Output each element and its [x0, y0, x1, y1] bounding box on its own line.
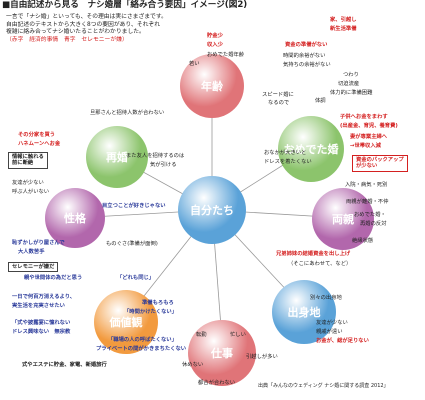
- node-work-place-label: 出身地: [287, 306, 321, 319]
- node-job: 仕事: [188, 320, 256, 386]
- text-item: 絶縁状態: [352, 238, 374, 244]
- node-personality: 性格: [45, 188, 105, 248]
- text-item: ものぐさ(準備が面倒): [106, 241, 158, 247]
- text-item: 妻が専業主婦へ: [350, 134, 388, 140]
- text-item: その分家を買う: [18, 132, 56, 138]
- box-ceremony-dislike: セレモニーが嫌だ: [8, 262, 59, 273]
- text-item: (出産金、育児、養育費): [340, 123, 398, 129]
- node-values-label: 価値観: [109, 316, 143, 329]
- text-item: おめでた婚・: [354, 212, 386, 218]
- text-item: お金が、総が足りない: [316, 338, 369, 344]
- text-item: また友人を招待するのは: [126, 153, 185, 159]
- text-item: 都合が合わない: [198, 380, 236, 386]
- intro-line: 自由記述のテキストから大きく8つの要因があり、それぞれ: [6, 21, 161, 28]
- text-item: 資金の準備がない: [285, 42, 328, 48]
- page-title: ■自由記述から見る ナシ婚層「絡み合う要因」イメージ(図2): [2, 0, 248, 10]
- text-item: 旦那さんと招待人数が合わない: [90, 110, 165, 116]
- text-item: 気が引ける: [150, 162, 177, 168]
- text-item: 再婚の反対: [360, 221, 387, 227]
- source-note: 出典「みんなのウェディング ナシ婚に関する調査 2012」: [258, 383, 389, 389]
- text-item: 「どれも同じ」: [117, 275, 155, 281]
- node-work-place: 出身地: [272, 280, 336, 344]
- text-item: 体力的に準備困難: [330, 90, 373, 96]
- node-age-label: 年齢: [201, 80, 223, 93]
- text-item: 切迫流産: [338, 81, 360, 87]
- box-line: 前に断絶: [12, 160, 34, 167]
- text-item: 子供へお金をまわす: [340, 114, 388, 120]
- text-item: スピード婚に: [262, 92, 294, 98]
- text-item: 忙しい: [230, 332, 246, 338]
- text-item: 貯金少: [207, 33, 223, 39]
- node-remarriage-label: 再婚: [106, 151, 128, 164]
- text-item: 入院・病気・死別: [345, 182, 388, 188]
- text-item: ドレス興味ない 無宗教: [12, 329, 71, 335]
- text-item: 「職場の人の呼ばたくない」: [108, 337, 177, 343]
- text-item: 若い: [189, 61, 200, 67]
- text-item: 引越しが多い: [246, 354, 278, 360]
- box-line: 情報に触れる: [12, 154, 44, 160]
- text-item: 呼ぶ人がいない: [12, 189, 50, 195]
- intro-legend: （赤字 経済的事情 青字 セレモニーが嫌）: [6, 36, 128, 43]
- node-parents-label: 両親: [332, 213, 354, 226]
- text-item: なるので: [268, 100, 290, 106]
- box-info-cut: 情報に触れる 前に断絶: [8, 152, 48, 169]
- node-omedeta-label: おめでた婚: [283, 143, 339, 156]
- text-item: ハネムーンへお金: [18, 141, 61, 147]
- box-line: 資金のバックアップ: [356, 157, 404, 163]
- text-item: 両親が離婚・不仲: [346, 199, 389, 205]
- text-item: おめでた婚年齢: [207, 52, 245, 58]
- text-item: 時間的余裕がない: [283, 53, 326, 59]
- text-item: つわり: [343, 72, 359, 78]
- text-item: 転勤: [196, 332, 207, 338]
- text-item: 新生活準備: [330, 26, 357, 32]
- intro-line: 一言で「ナシ婚」といっても、その理由は実にさまざまです。: [6, 14, 167, 20]
- text-item: 友達が少ない: [12, 180, 44, 186]
- node-personality-label: 性格: [64, 212, 86, 225]
- text-item: （そこにあわせて、など）: [288, 261, 352, 267]
- text-item: 休めない: [182, 362, 204, 368]
- text-item: 大人数苦手: [18, 249, 45, 255]
- text-item: 目立つことが好きじゃない: [102, 203, 166, 209]
- text-item: 気持ちの余裕がない: [283, 62, 331, 68]
- text-item: 式やエステに貯金、家電、新婚旅行: [22, 362, 107, 368]
- node-parents: 両親: [312, 188, 374, 250]
- text-item: 別々の出身地: [310, 295, 342, 301]
- box-line: セレモニーが嫌だ: [12, 264, 55, 270]
- text-item: 準備もろもろ: [142, 300, 174, 306]
- intro-text: 一言で「ナシ婚」といっても、その理由は実にさまざまです。 自由記述のテキストから…: [6, 14, 167, 44]
- node-center: 自分たち: [178, 176, 246, 244]
- text-item: 親や世間体の為だと思う: [24, 275, 83, 281]
- text-item: 実生活を充実させたい: [12, 303, 65, 309]
- intro-line: 複雑に絡み合ってナシ婚いたることがわかりました。: [6, 29, 145, 36]
- text-item: プライベートの間がかきまちたくない: [96, 346, 187, 352]
- node-remarriage: 再婚: [86, 126, 148, 188]
- node-center-label: 自分たち: [190, 204, 234, 217]
- node-values: 価値観: [94, 290, 158, 354]
- node-omedeta: おめでた婚: [278, 116, 344, 182]
- text-item: 友達が少ない: [316, 320, 348, 326]
- text-item: 一日で何百万消えるより、: [12, 294, 76, 300]
- text-item: →世帯収入減: [350, 143, 381, 149]
- text-item: ドレスを着たくない: [264, 159, 312, 165]
- node-job-label: 仕事: [211, 347, 233, 360]
- text-item: 「時間かけたくない」: [124, 309, 177, 315]
- text-item: 恥ずかしがり屋さんで: [12, 240, 65, 246]
- box-funding: 資金のバックアップ が少ない: [352, 155, 408, 172]
- text-item: 兄弟姉妹の結婚資金を出し上げ: [276, 251, 351, 257]
- text-item: 「式や披露宴に憧れない: [12, 320, 71, 326]
- text-item: 体調: [315, 98, 326, 104]
- text-item: 家、引越し: [330, 17, 357, 23]
- text-item: 収入少: [207, 42, 223, 48]
- box-line: が少ない: [356, 163, 378, 170]
- text-item: おなかが大きいと: [264, 150, 307, 156]
- node-age: 年齢: [180, 54, 244, 118]
- text-item: 親戚が遠い: [316, 329, 343, 335]
